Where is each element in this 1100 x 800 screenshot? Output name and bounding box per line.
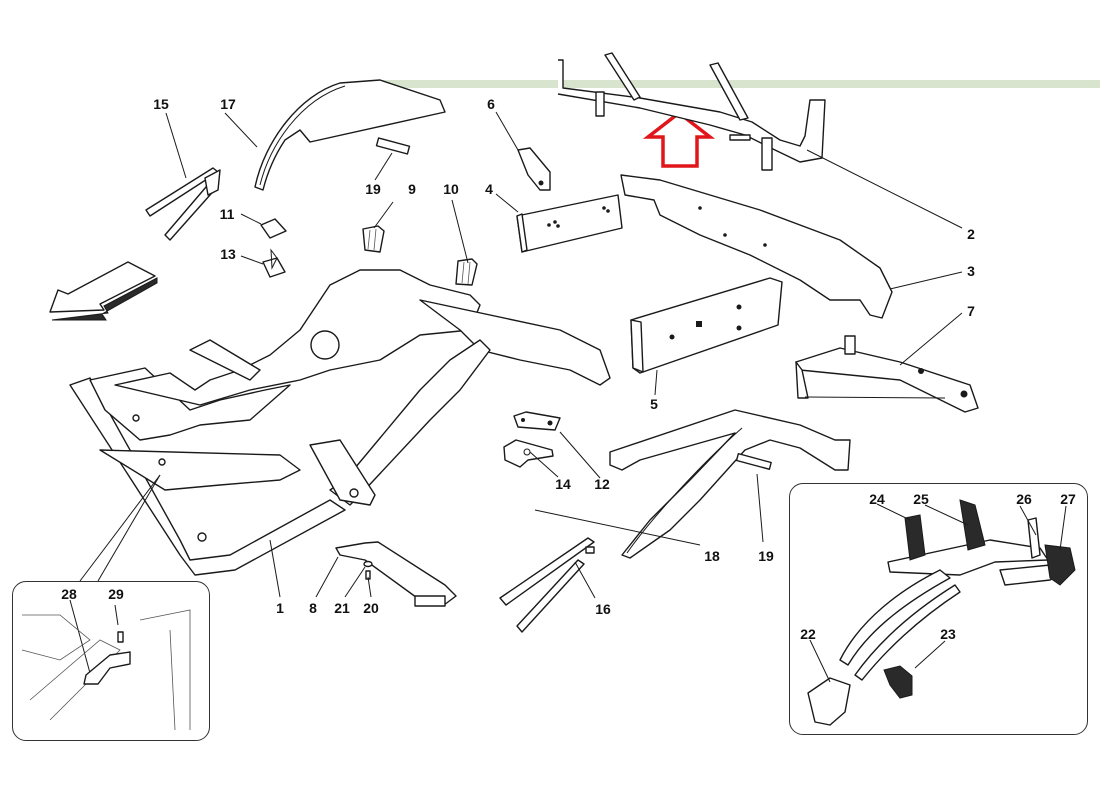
- part-14-bracket[interactable]: [503, 439, 554, 468]
- callout-16[interactable]: 16: [595, 601, 611, 617]
- callout-24[interactable]: 24: [869, 491, 885, 507]
- indicator-arrow-icon: [642, 110, 716, 168]
- callout-5[interactable]: 5: [650, 396, 658, 412]
- part-15-brace[interactable]: [145, 167, 221, 241]
- callout-15[interactable]: 15: [153, 96, 169, 112]
- callout-29[interactable]: 29: [108, 586, 124, 602]
- callout-17[interactable]: 17: [220, 96, 236, 112]
- callout-1[interactable]: 1: [276, 600, 284, 616]
- callout-7[interactable]: 7: [967, 303, 975, 319]
- callout-28[interactable]: 28: [61, 586, 77, 602]
- callout-4[interactable]: 4: [485, 181, 493, 197]
- callout-10[interactable]: 10: [443, 181, 459, 197]
- callout-2[interactable]: 2: [967, 226, 975, 242]
- part-9-gusset[interactable]: [362, 225, 385, 253]
- callout-9[interactable]: 9: [408, 181, 416, 197]
- part-11-bracket[interactable]: [260, 218, 287, 239]
- callout-18[interactable]: 18: [704, 548, 720, 564]
- callout-14[interactable]: 14: [555, 476, 571, 492]
- part-1-main-chassis[interactable]: [69, 269, 611, 576]
- part-16-brace[interactable]: [499, 537, 595, 633]
- callout-6[interactable]: 6: [487, 96, 495, 112]
- inset-left-drawing: [21, 609, 191, 731]
- callout-21[interactable]: 21: [334, 600, 350, 616]
- part-8-crossbar[interactable]: [335, 541, 457, 607]
- callout-22[interactable]: 22: [800, 626, 816, 642]
- callout-19-lower[interactable]: 19: [758, 548, 774, 564]
- part-2-upper-beam[interactable]: [557, 52, 826, 171]
- front-direction-arrow: [49, 261, 158, 321]
- callout-23[interactable]: 23: [940, 626, 956, 642]
- part-12-plate[interactable]: [513, 411, 561, 431]
- callout-25[interactable]: 25: [913, 491, 929, 507]
- part-21-washer[interactable]: [363, 560, 373, 568]
- part-17-arc-frame[interactable]: [254, 79, 446, 191]
- part-18-arc-frame[interactable]: [609, 409, 851, 559]
- callout-13[interactable]: 13: [220, 246, 236, 262]
- callout-19-upper[interactable]: 19: [365, 181, 381, 197]
- highlight-bar: [375, 80, 1100, 88]
- callout-26[interactable]: 26: [1016, 491, 1032, 507]
- part-13-bracket[interactable]: [262, 248, 286, 278]
- callout-3[interactable]: 3: [967, 263, 975, 279]
- leader-lines: [69, 111, 963, 674]
- part-4-box-section[interactable]: [516, 194, 623, 253]
- callout-20[interactable]: 20: [363, 600, 379, 616]
- part-7-subframe[interactable]: [795, 335, 979, 413]
- callout-27[interactable]: 27: [1060, 491, 1076, 507]
- callout-11[interactable]: 11: [219, 206, 235, 222]
- part-3-curved-beam[interactable]: [620, 174, 893, 319]
- callout-8[interactable]: 8: [309, 600, 317, 616]
- inset-right-drawing: [807, 499, 1076, 726]
- callout-12[interactable]: 12: [594, 476, 610, 492]
- part-10-gusset[interactable]: [455, 258, 478, 286]
- part-6-bracket[interactable]: [517, 147, 551, 191]
- part-5-box-beam[interactable]: [630, 277, 783, 374]
